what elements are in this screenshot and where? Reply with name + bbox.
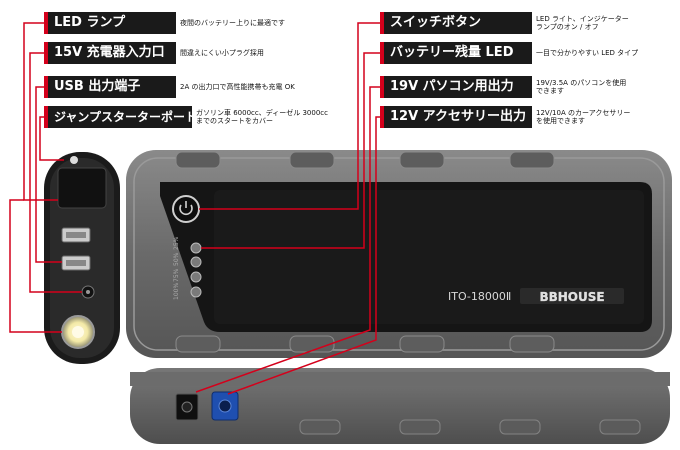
callout-title: ジャンプスターターポート [44,106,197,128]
power-icon[interactable] [172,195,200,223]
callout-desc: 12V/10A のカーアクセサリー を使用できます [536,109,631,125]
callout-desc: LED ライト、インジケーター ランプのオン / オフ [536,15,629,31]
brand-logo: BBHOUSE [520,288,624,304]
battery-level-label: 25% [173,236,180,250]
callout-desc: 2A の出力口で高性能携帯も充電 OK [180,83,295,91]
battery-indicator [190,242,202,298]
dc-port-icon [175,393,199,421]
led-lamp-icon [61,315,95,349]
callout-desc: 間違えにくい小プラグ採用 [180,49,264,57]
callout-19v-output: 19V パソコン用出力 19V/3.5A のパソコンを使用 できます [380,76,630,98]
device-side-view [130,368,670,444]
dc-port-icon [211,391,239,421]
callout-usb-output: USB 出力端子 2A の出力口で高性能携帯も充電 OK [44,76,299,98]
device-front-view: 25% 50% 75% 100% ITO-18000Ⅱ BBHOUSE [126,150,672,358]
device-end-view [44,152,120,364]
callout-title: バッテリー残量 LED [380,42,532,64]
usb-port-icon [61,255,91,271]
callout-title: USB 出力端子 [44,76,176,98]
usb-port-icon [61,227,91,243]
battery-level-label: 50% [173,252,180,266]
callout-title: 19V パソコン用出力 [380,76,532,98]
callout-title: スイッチボタン [380,12,532,34]
battery-level-label: 75% [173,268,180,282]
led-lamp-small-icon [70,156,78,164]
callout-12v-output: 12V アクセサリー出力 12V/10A のカーアクセサリー を使用できます [380,106,634,128]
callout-title: 12V アクセサリー出力 [380,106,532,128]
callout-title: 15V 充電器入力口 [44,42,176,64]
callout-led-lamp: LED ランプ 夜間のバッテリー上りに最適です [44,12,289,34]
leader-lines [9,22,380,395]
callout-desc: 夜間のバッテリー上りに最適です [180,19,285,27]
battery-level-label: 100% [173,283,180,300]
callout-desc: ガソリン車 6000cc、ディーゼル 3000cc までのスタートをカバー [196,109,328,125]
callout-jump-starter: ジャンプスターターポート ガソリン車 6000cc、ディーゼル 3000cc ま… [44,106,332,128]
callout-charger-input: 15V 充電器入力口 間違えにくい小プラグ採用 [44,42,268,64]
brand-name: BBHOUSE [539,290,604,304]
callout-title: LED ランプ [44,12,176,34]
callout-switch-button: スイッチボタン LED ライト、インジケーター ランプのオン / オフ [380,12,633,34]
callout-desc: 一目で分かりやすい LED タイプ [536,49,639,57]
charger-input-icon [81,285,95,299]
callout-desc: 19V/3.5A のパソコンを使用 できます [536,79,627,95]
callout-battery-led: バッテリー残量 LED 一目で分かりやすい LED タイプ [380,42,642,64]
model-name: ITO-18000Ⅱ [448,290,511,303]
